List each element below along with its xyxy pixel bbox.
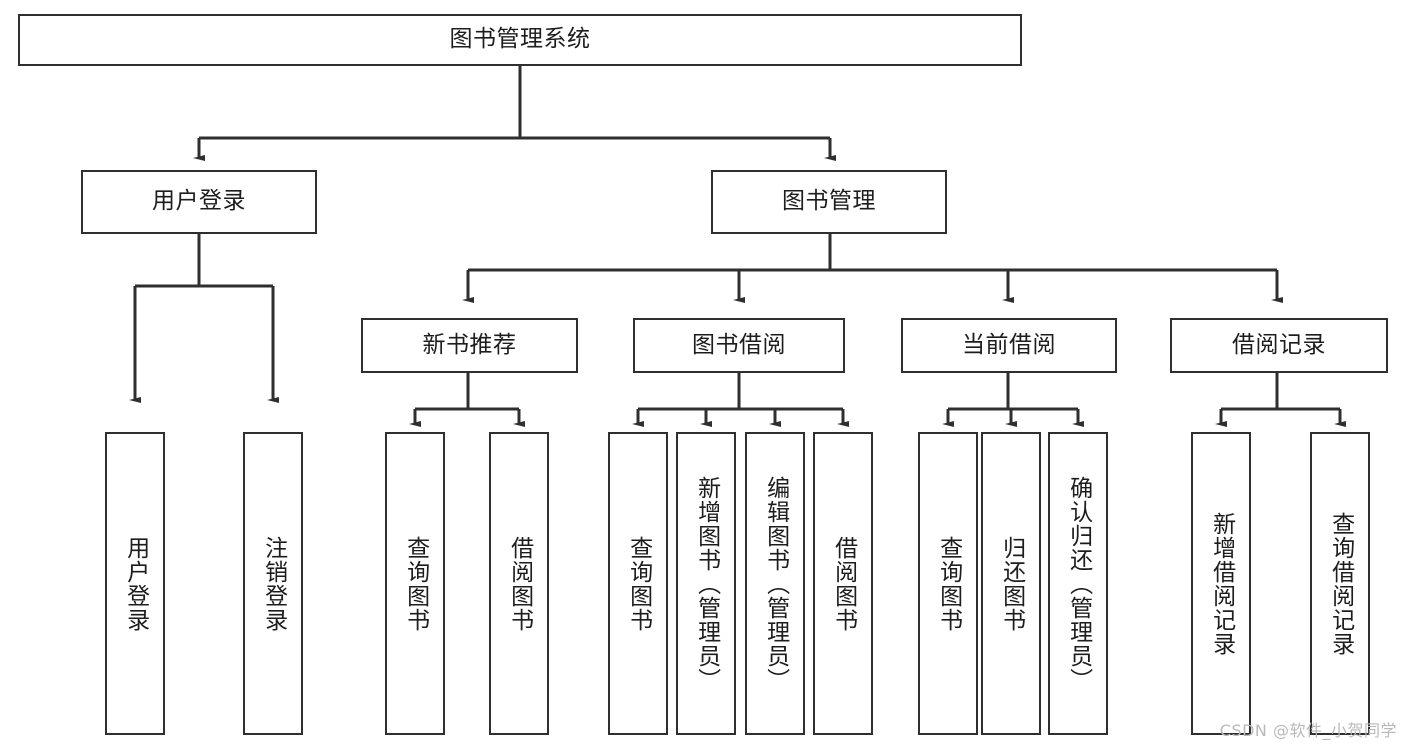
leaf-current-borrow-query[interactable]: 查询图书 bbox=[918, 432, 978, 735]
node-label: 新书推荐 bbox=[422, 331, 517, 358]
node-new-book-recommend[interactable]: 新书推荐 bbox=[361, 318, 578, 373]
leaf-book-borrow-lend[interactable]: 借阅图书 bbox=[813, 432, 873, 735]
node-label: 借阅记录 bbox=[1232, 331, 1326, 358]
node-label: 图书管理系统 bbox=[449, 26, 591, 53]
watermark-csdn: CSDN @软件_小贺同学 bbox=[1219, 721, 1397, 740]
node-root-book-management-system[interactable]: 图书管理系统 bbox=[18, 14, 1022, 66]
leaf-book-borrow-edit[interactable]: 编辑图书（管理员） bbox=[745, 432, 805, 735]
node-label: 借阅图书 bbox=[506, 535, 533, 632]
leaf-borrow-record-query[interactable]: 查询借阅记录 bbox=[1310, 432, 1370, 735]
leaf-user-login-signout[interactable]: 注销登录 bbox=[243, 432, 303, 735]
node-book-management[interactable]: 图书管理 bbox=[711, 170, 947, 234]
node-label: 查询图书 bbox=[625, 535, 652, 632]
node-label: 用户登录 bbox=[122, 535, 149, 632]
leaf-user-login-signin[interactable]: 用户登录 bbox=[105, 432, 165, 735]
node-book-borrow[interactable]: 图书借阅 bbox=[633, 318, 845, 373]
node-current-borrow[interactable]: 当前借阅 bbox=[901, 318, 1117, 373]
node-label: 新增图书（管理员） bbox=[693, 475, 720, 692]
leaf-book-borrow-query[interactable]: 查询图书 bbox=[608, 432, 668, 735]
node-borrow-record[interactable]: 借阅记录 bbox=[1170, 318, 1388, 373]
node-label: 归还图书 bbox=[998, 535, 1025, 632]
node-label: 查询图书 bbox=[402, 535, 429, 632]
leaf-new-book-borrow[interactable]: 借阅图书 bbox=[489, 432, 549, 735]
node-user-login[interactable]: 用户登录 bbox=[81, 170, 317, 234]
node-label: 注销登录 bbox=[260, 535, 287, 632]
leaf-book-borrow-add[interactable]: 新增图书（管理员） bbox=[676, 432, 736, 735]
node-label: 用户登录 bbox=[152, 188, 246, 215]
leaf-current-borrow-confirm[interactable]: 确认归还（管理员） bbox=[1048, 432, 1108, 735]
node-label: 图书管理 bbox=[782, 188, 876, 215]
node-label: 查询图书 bbox=[935, 535, 962, 632]
node-label: 新增借阅记录 bbox=[1208, 511, 1235, 656]
leaf-new-book-query[interactable]: 查询图书 bbox=[385, 432, 445, 735]
leaf-current-borrow-return[interactable]: 归还图书 bbox=[981, 432, 1041, 735]
node-label: 借阅图书 bbox=[830, 535, 857, 632]
node-label: 确认归还（管理员） bbox=[1065, 475, 1092, 692]
node-label: 当前借阅 bbox=[962, 331, 1056, 358]
leaf-borrow-record-add[interactable]: 新增借阅记录 bbox=[1191, 432, 1251, 735]
node-label: 图书借阅 bbox=[692, 331, 786, 358]
node-label: 查询借阅记录 bbox=[1327, 511, 1354, 656]
node-label: 编辑图书（管理员） bbox=[762, 475, 789, 692]
